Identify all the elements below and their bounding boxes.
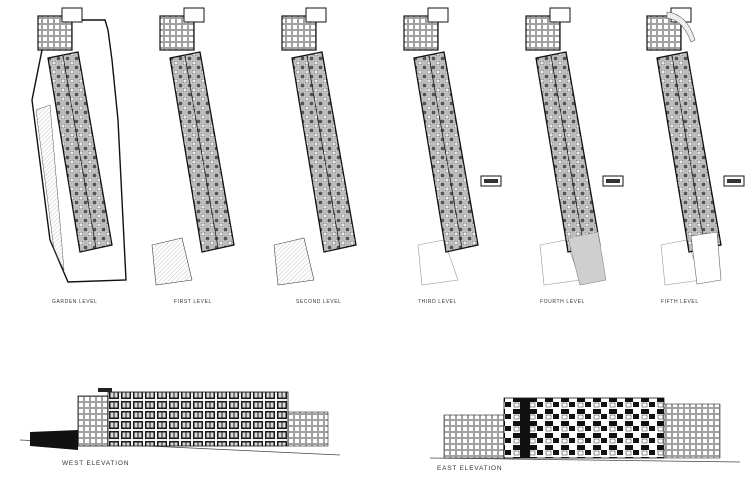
west-roof-cap [98,388,112,392]
plan-label-garden-level: GARDEN LEVEL [52,299,98,305]
floor-plan-fourth-level [525,7,624,286]
corridor-line [184,55,219,249]
west-base-block [30,430,78,450]
east-end-wing [663,403,721,459]
unit-bar [413,51,479,253]
plan-label-third-level: THIRD LEVEL [418,299,457,305]
east-dark-column [520,398,530,458]
floor-plan-third-level [403,7,502,286]
terrace-hatch [35,104,65,271]
west-facade [107,391,289,447]
unit-bar [169,51,235,253]
core-annex [61,7,83,23]
corridor-line [671,55,706,249]
floor-plan-fifth-level [646,7,745,286]
bridge-detail [484,179,498,183]
west-tower [77,395,109,447]
core-annex [427,7,449,23]
west-elevation-drawing [19,388,341,456]
east-elevation-drawing [429,397,741,463]
plan-label-second-level: SECOND LEVEL [296,299,342,305]
unit-bar [291,51,357,253]
bridge-detail [606,179,620,183]
east-low-wing [443,414,505,459]
plan-label-fourth-level: FOURTH LEVEL [540,299,585,305]
unit-bar [47,51,113,253]
corridor-line [550,55,585,249]
unit-bar [535,51,601,253]
corridor-line [428,55,463,249]
roof-plan [690,231,722,285]
plan-label-first-level: FIRST LEVEL [174,299,212,305]
elevations-layer [19,388,741,463]
curved-canopy [666,11,696,43]
east-elevation-label: EAST ELEVATION [437,465,503,472]
corridor-line [306,55,341,249]
stair-block [151,237,193,286]
plan-label-fifth-level: FIFTH LEVEL [661,299,699,305]
floor-plans-layer [31,7,745,286]
roof-terrace [567,231,607,286]
east-facade [503,397,665,459]
core-annex [549,7,571,23]
floor-plan-second-level [273,7,357,286]
core-annex [305,7,327,23]
stair-block [273,237,315,286]
corridor-line [62,55,97,249]
floor-plan-garden-level [31,7,127,283]
unit-bar [656,51,722,253]
site-outline [417,239,459,286]
west-elevation-label: WEST ELEVATION [62,460,130,467]
west-wing [287,411,329,447]
east-ground-line [429,457,741,463]
bridge-detail [727,179,741,183]
core-annex [183,7,205,23]
floor-plan-first-level [151,7,235,286]
